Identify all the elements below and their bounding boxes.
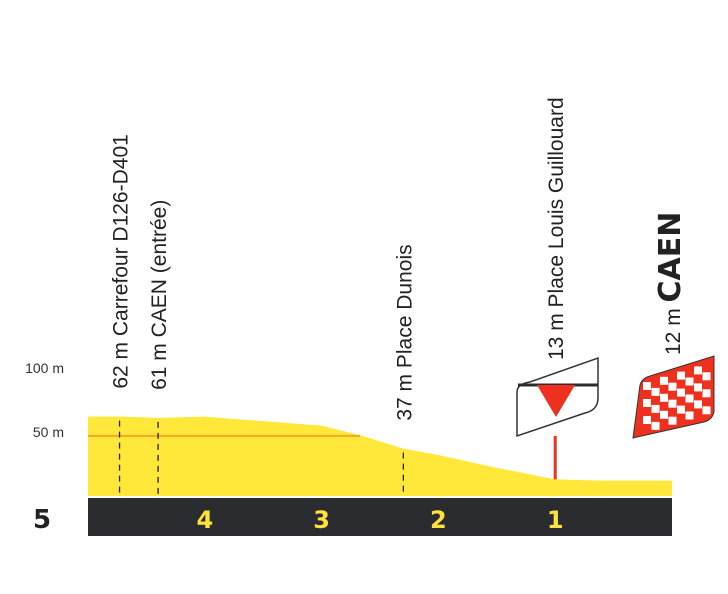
waypoint-label-text: 37 m Place Dunois [393,244,416,420]
waypoint-label: 62 m Carrefour D126-D401 [110,134,133,388]
finish-flag-square [677,371,685,380]
waypoint-label: 12 m CAEN [653,212,688,355]
y-tick-label: 100 m [25,360,64,376]
finish-flag-square [685,377,694,386]
waypoint-label-text: 12 m [662,302,685,355]
waypoint-label-text: 13 m Place Louis Guillouard [545,97,568,360]
profile-area [88,416,672,496]
finish-flag-square [643,382,651,390]
finish-flag-square [685,394,694,403]
finish-town-label: CAEN [653,212,688,303]
waypoint-label-text: 61 m CAEN (entrée) [148,200,171,390]
finish-flag-square [651,404,660,413]
finish-flag-square [668,416,677,425]
finish-flag-square [668,382,677,391]
finish-flag-square [685,411,694,420]
x-tick-label: 1 [547,506,564,534]
waypoint-label: 13 m Place Louis Guillouard [545,97,568,360]
flamme-rouge-icon [516,356,599,438]
y-tick-label: 50 m [33,424,64,440]
waypoint-label: 37 m Place Dunois [393,244,416,420]
finish-flag-square [694,383,702,392]
finish-flag-square [702,406,711,415]
finish-flag-square [677,405,685,414]
finish-flag-square [702,389,711,398]
finish-flag-icon [632,355,715,439]
waypoint-label: 61 m CAEN (entrée) [148,200,171,390]
flamme-rouge-triangle [537,385,575,417]
finish-flag-square [651,387,660,396]
finish-flag-square [694,400,702,409]
finish-flag-square [660,376,668,385]
finish-flag-square [660,410,668,419]
finish-flag-square [702,372,711,381]
finish-flag-square [651,421,660,430]
waypoint-label-text: 62 m Carrefour D126-D401 [110,134,133,388]
x-tick-label: 3 [313,506,330,534]
x-tick-label: 5 [33,505,51,535]
finish-flag-square [694,366,702,375]
distance-bar [88,498,672,536]
finish-flag-square [643,399,651,407]
finish-flag-square [668,399,677,408]
finish-flag-border [632,355,715,439]
finish-flag-square [677,388,685,397]
finish-flag-square [643,416,651,424]
finish-flag-square [660,393,668,402]
x-tick-label: 4 [196,506,213,534]
x-tick-label: 2 [430,506,447,534]
